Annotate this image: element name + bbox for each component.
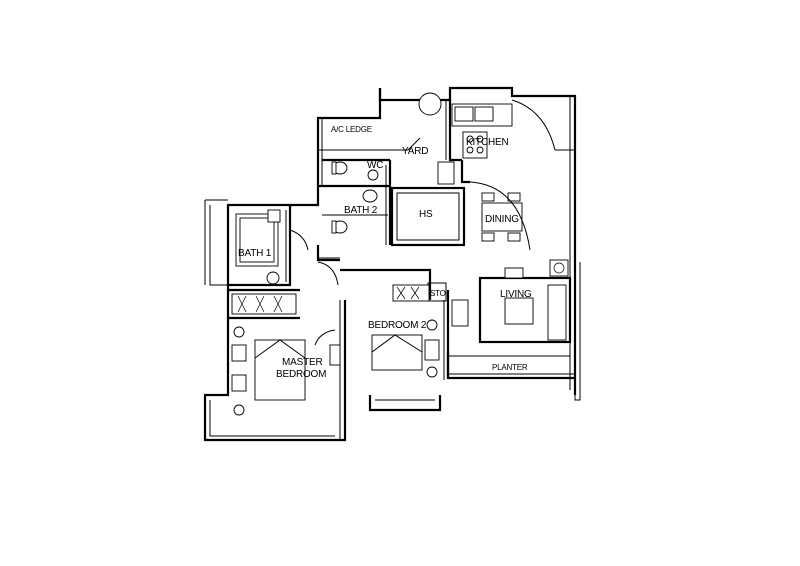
label-wc: WC	[367, 160, 383, 171]
interior-walls	[228, 100, 470, 380]
label-living: LIVING	[500, 289, 532, 300]
label-kitchen: KITCHEN	[466, 137, 509, 148]
label-planter: PLANTER	[492, 363, 528, 372]
label-ac-ledge: A/C LEDGE	[331, 125, 372, 134]
label-yard: YARD	[402, 146, 428, 157]
label-bedroom2: BEDROOM 2	[368, 320, 427, 331]
fixtures	[231, 92, 575, 416]
label-master-line2: BEDROOM	[276, 369, 326, 380]
label-dining: DINING	[485, 214, 519, 225]
label-bath2: BATH 2	[344, 205, 378, 216]
label-master-line1: MASTER	[282, 357, 322, 368]
label-bath1: BATH 1	[238, 248, 272, 259]
room-labels: A/C LEDGE KITCHEN YARD WC BATH 2 HS DINI…	[238, 125, 532, 380]
label-hs: HS	[419, 209, 433, 220]
label-sto: STO	[430, 289, 446, 298]
exterior-walls	[203, 86, 581, 442]
